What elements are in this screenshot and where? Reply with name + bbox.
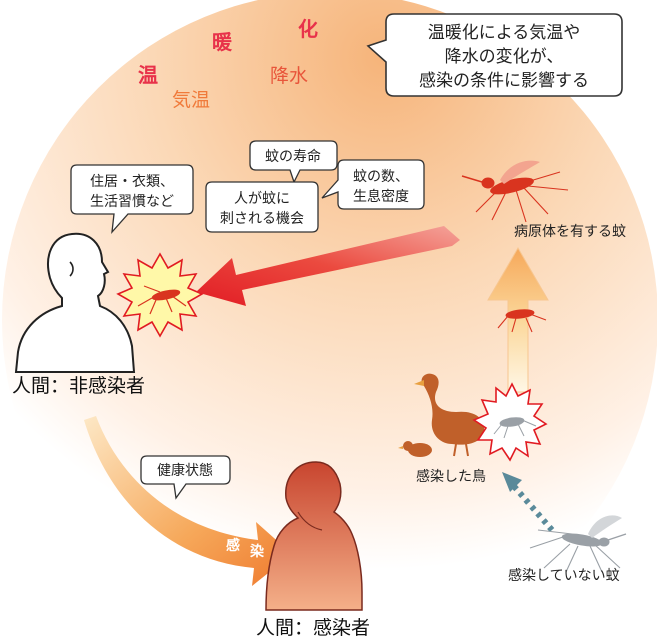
human-infected-figure	[265, 461, 363, 611]
precipitation-label: 降水	[270, 65, 308, 87]
lifespan-bubble: 蚊の寿命	[249, 140, 338, 184]
density-line1: 蚊の数、	[353, 169, 409, 185]
main-callout-line2: 降水の変化が、	[445, 47, 564, 67]
health-line1: 健康状態	[157, 462, 213, 479]
lifestyle-line1: 住居・衣類、	[90, 174, 174, 190]
health-bubble: 健康状態	[140, 455, 231, 500]
lifestyle-line2: 生活習慣など	[90, 193, 174, 210]
temperature-label: 気温	[172, 89, 210, 111]
lifestyle-bubble: 住居・衣類、 生活習慣など	[70, 164, 194, 234]
main-callout: 温暖化による気温や 降水の変化が、 感染の条件に影響する	[366, 13, 623, 97]
infecting-mosquito	[493, 417, 537, 439]
warming-char-ka: 化	[298, 17, 318, 41]
density-line2: 生息密度	[353, 188, 409, 205]
lifespan-line1: 蚊の寿命	[265, 148, 321, 165]
warming-char-on: 温	[138, 63, 158, 87]
upward-arrow	[487, 246, 549, 393]
biting-mosquito	[137, 285, 187, 315]
infection-char-2: 染	[250, 543, 265, 560]
infection-char-1: 感	[226, 537, 240, 554]
main-callout-line1: 温暖化による気温や	[428, 23, 581, 43]
infected-small-bird	[398, 441, 432, 457]
bite-bubble: 人が蚊に 刺される機会	[205, 181, 319, 233]
bite-line2: 刺される機会	[220, 211, 304, 227]
density-bubble: 蚊の数、 生息密度	[321, 159, 425, 210]
human-uninfected-label: 人間：非感染者	[12, 375, 145, 397]
infected-bird-label: 感染した鳥	[416, 468, 486, 485]
main-callout-line3: 感染の条件に影響する	[419, 71, 589, 91]
human-uninfected-figure	[14, 232, 136, 373]
uninfected-mosquito-label: 感染していない蚊	[508, 567, 620, 584]
rising-mosquito	[497, 309, 547, 333]
transmission-arrow	[196, 226, 460, 306]
infected-duck	[414, 373, 485, 457]
infection-arrow	[84, 416, 292, 586]
infected-mosquito	[461, 160, 569, 223]
uninfected-mosquito	[529, 515, 627, 573]
human-infected-label: 人間：感染者	[256, 617, 370, 639]
infected-mosquito-label: 病原体を有する蚊	[514, 224, 626, 240]
dotted-arrow	[502, 472, 555, 532]
warming-char-dan: 暖	[212, 30, 233, 54]
bite-line1: 人が蚊に	[234, 191, 290, 207]
